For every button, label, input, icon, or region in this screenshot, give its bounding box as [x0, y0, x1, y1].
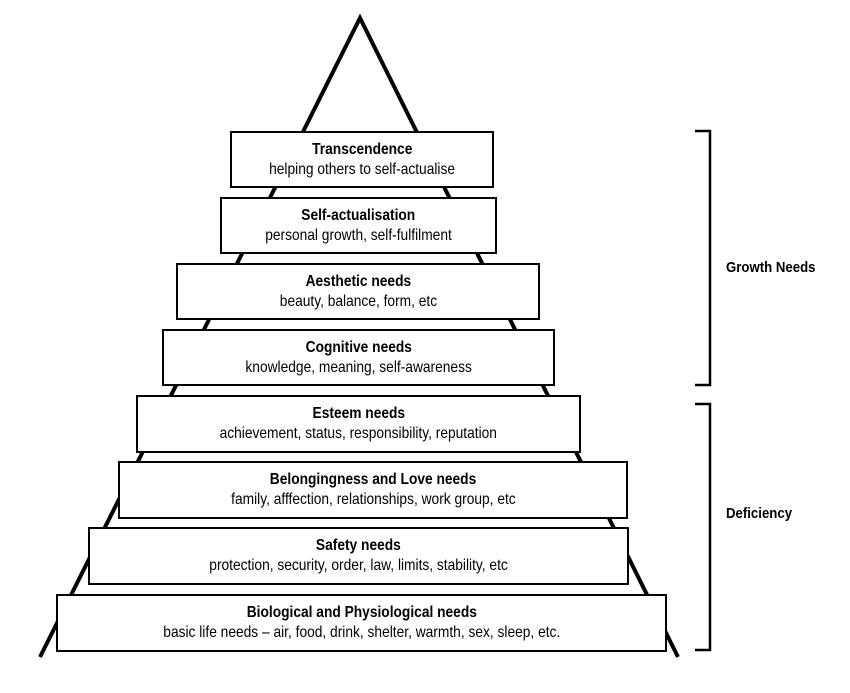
level-title: Cognitive needs	[305, 338, 412, 356]
level-title: Aesthetic needs	[305, 272, 411, 290]
level-title: Safety needs	[316, 537, 401, 554]
level-safety: Safety needs protection, security, order…	[88, 527, 629, 585]
level-title: Self-actualisation	[301, 206, 416, 224]
deficiency-bracket	[695, 402, 712, 652]
growth-needs-label: Growth Needs	[726, 259, 816, 276]
level-description: personal growth, self-fulfilment	[265, 226, 452, 244]
deficiency-label: Deficiency	[726, 505, 793, 522]
level-aesthetic: Aesthetic needs beauty, balance, form, e…	[176, 263, 540, 320]
level-cognitive: Cognitive needs knowledge, meaning, self…	[162, 329, 555, 386]
level-biological: Biological and Physiological needs basic…	[56, 594, 667, 652]
level-title: Biological and Physiological needs	[246, 604, 477, 621]
level-description: family, afffection, relationships, work …	[230, 491, 516, 508]
level-description: basic life needs – air, food, drink, she…	[163, 624, 560, 641]
level-description: knowledge, meaning, self-awareness	[245, 358, 472, 376]
level-self-actualisation: Self-actualisation personal growth, self…	[220, 197, 497, 254]
level-esteem: Esteem needs achievement, status, respon…	[136, 395, 581, 453]
growth-bracket	[695, 129, 712, 387]
level-title: Esteem needs	[312, 405, 405, 422]
level-description: beauty, balance, form, etc	[279, 292, 437, 310]
level-transcendence: Transcendence helping others to self-act…	[230, 131, 494, 188]
level-description: protection, security, order, law, limits…	[209, 557, 508, 574]
level-title: Transcendence	[311, 140, 413, 158]
level-title: Belongingness and Love needs	[269, 471, 477, 488]
level-description: helping others to self-actualise	[269, 160, 455, 178]
level-description: achievement, status, responsibility, rep…	[219, 425, 498, 442]
level-belongingness: Belongingness and Love needs family, aff…	[118, 461, 628, 519]
